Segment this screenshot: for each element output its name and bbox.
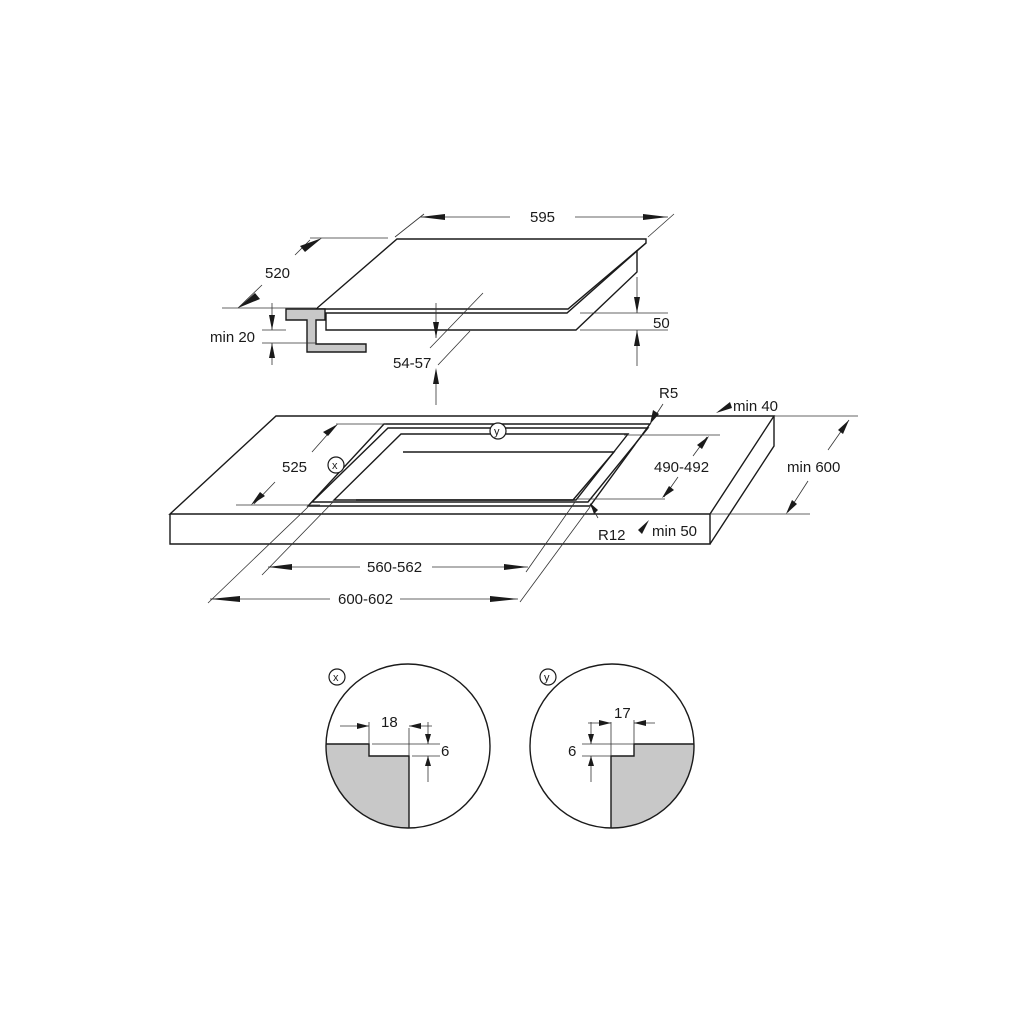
svg-text:y: y [494,426,500,438]
detail-marker-y [489,422,507,440]
detail-x: x 18 6 [325,663,491,829]
detail-y-marker [539,668,557,686]
svg-text:y: y [544,672,550,684]
min-front-clearance-label: min 20 [210,329,255,346]
detail-x-marker [328,668,346,686]
cutout-width-outer-label: 600-602 [338,591,393,608]
cutout-depth-below-label: 54-57 [393,355,431,372]
cutout-width-inner-label: 560-562 [367,559,422,576]
hob-width-label: 595 [530,209,555,226]
hob-height-label: 50 [653,315,670,332]
hob-depth-label: 520 [265,265,290,282]
min-front-distance-label: min 50 [652,523,697,540]
detail-y-width-label: 17 [614,705,631,722]
cutout-depth-outer-label: 525 [282,459,307,476]
svg-text:x: x [332,460,338,472]
detail-x-depth-label: 6 [441,743,449,760]
detail-marker-x [327,456,345,474]
detail-x-width-label: 18 [381,714,398,731]
detail-y: y 17 6 [529,663,695,829]
corner-radius-top-label: R5 [659,385,678,402]
min-depth-label: min 600 [787,459,840,476]
detail-y-depth-label: 6 [568,743,576,760]
corner-radius-cutout-label: R12 [598,527,626,544]
hob-drawing: 595 520 min 20 54-57 50 [210,209,675,405]
svg-text:x: x [333,672,339,684]
worktop-drawing: y x R5 min 40 min 600 min 50 R12 525 [168,385,858,608]
cutout-depth-inner-label: 490-492 [654,459,709,476]
min-rear-distance-label: min 40 [733,398,778,415]
